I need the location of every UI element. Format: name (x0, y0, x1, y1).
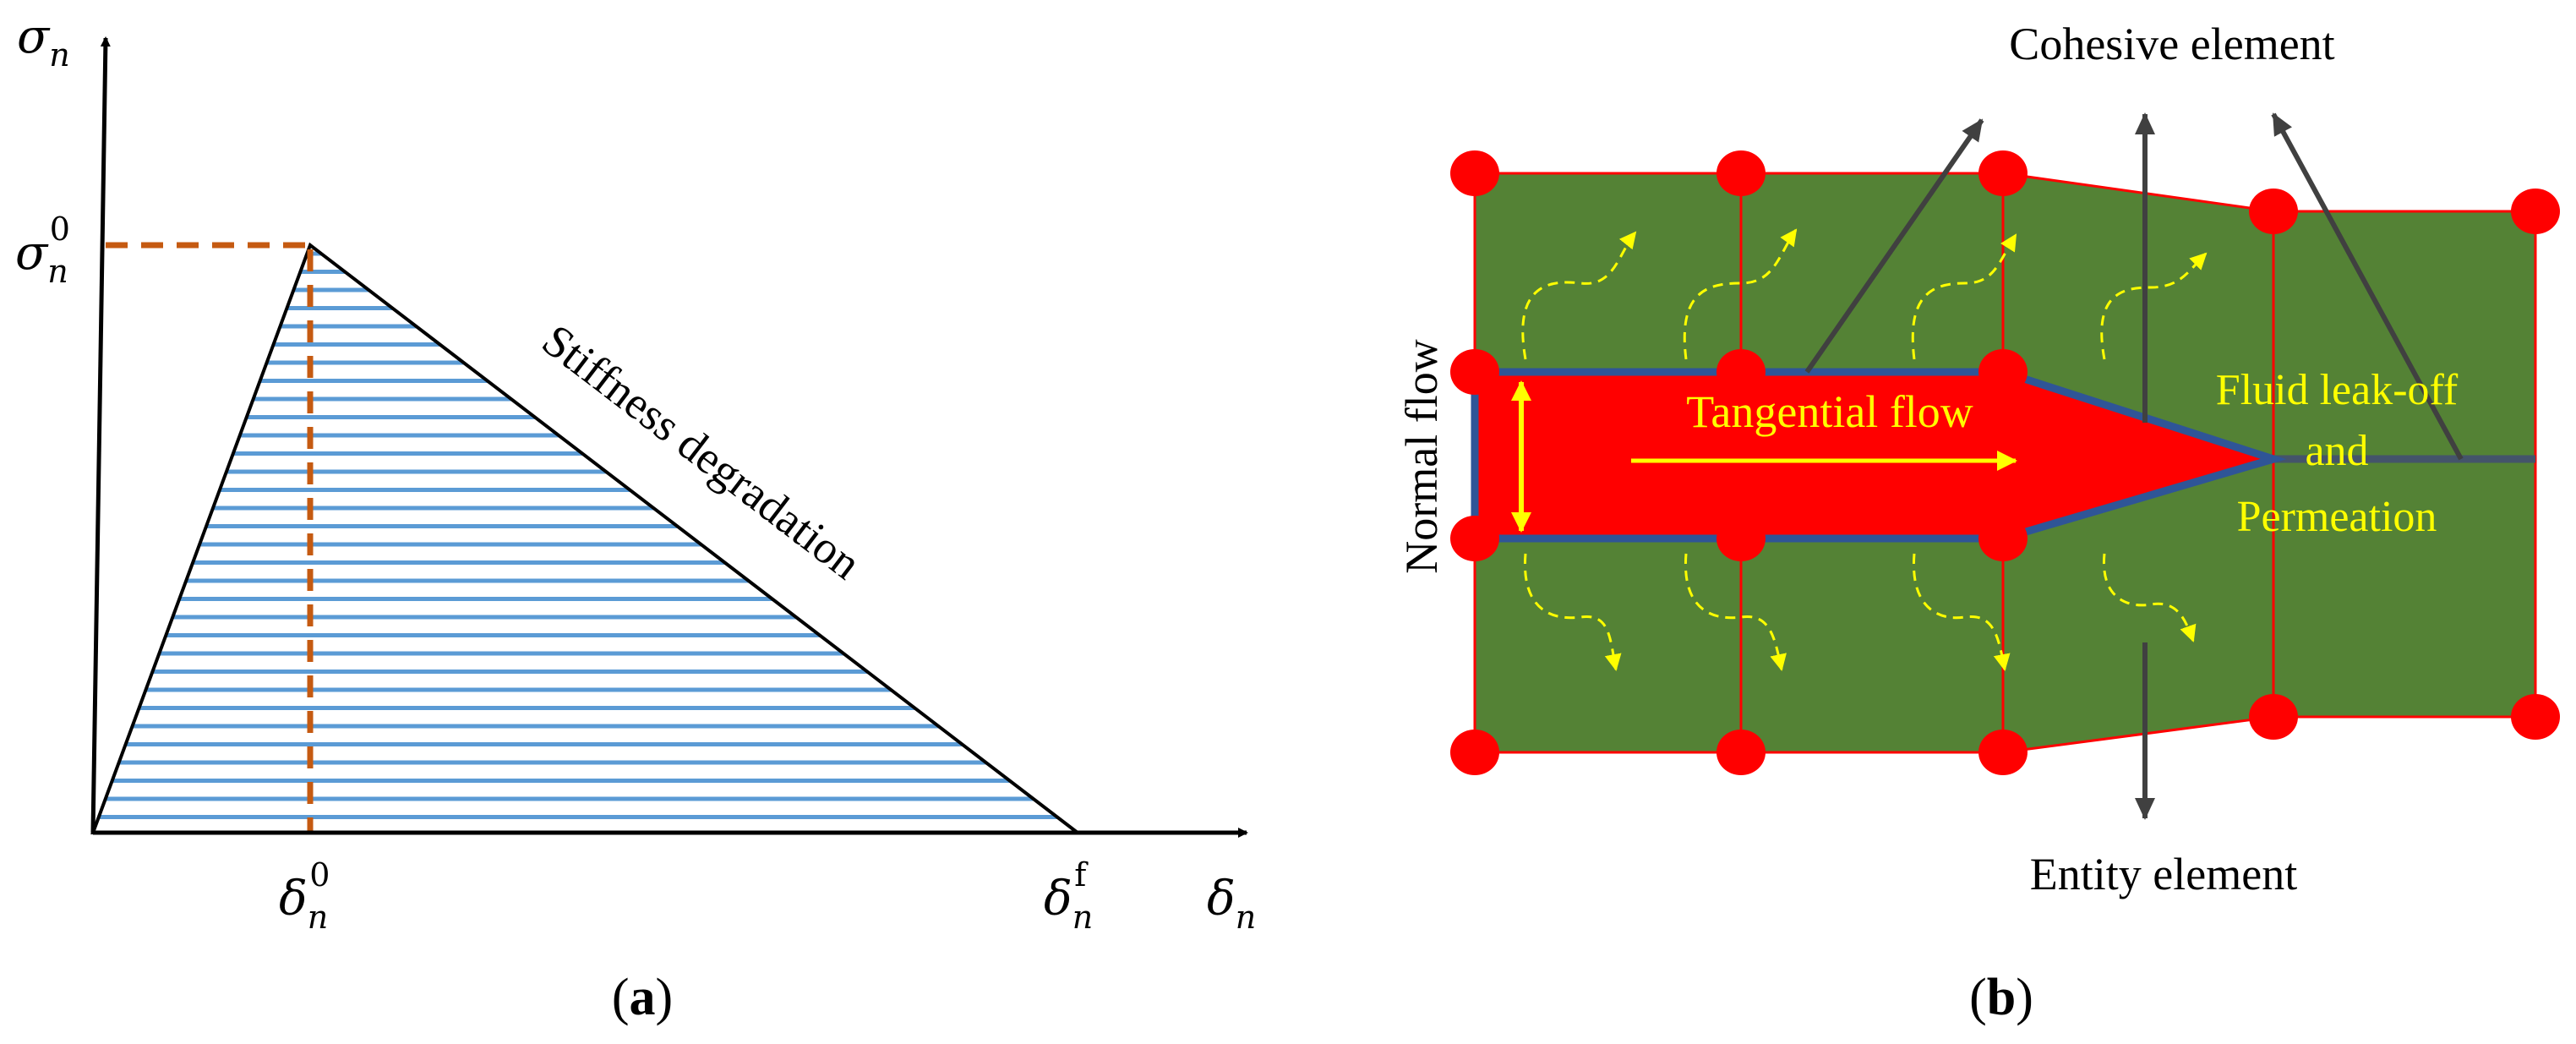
node (2249, 189, 2298, 234)
node (1978, 516, 2028, 561)
normal-flow-label: Normal flow (1396, 339, 1447, 573)
tangential-flow-label: Tangential flow (1686, 386, 1973, 437)
node (1716, 516, 1766, 561)
node (1716, 730, 1766, 775)
leakoff-label-line2: and (2305, 427, 2368, 475)
node (1978, 349, 2028, 395)
fracture-zone (1471, 368, 2287, 543)
peak-stress-label: σn0 (15, 210, 70, 290)
x-axis-label: δn (1207, 872, 1256, 936)
delta0-label: δn0 (279, 856, 330, 936)
entity-element-label: Entity element (2030, 849, 2297, 899)
leakoff-arrows-bottom (1523, 553, 2197, 671)
deltaf-label: δnf (1044, 856, 1093, 936)
caption-a: (a) (612, 969, 673, 1026)
node (1978, 150, 2028, 196)
mesh-nodes (1450, 150, 2560, 775)
node (1978, 730, 2028, 775)
node (1450, 516, 1499, 561)
node (2249, 694, 2298, 740)
leakoff-label-line3: Permeation (2237, 493, 2437, 541)
node (1716, 150, 1766, 196)
node (1716, 349, 1766, 395)
y-axis-label: σn (17, 9, 70, 74)
caption-b: (b) (1969, 969, 2033, 1026)
node (2511, 694, 2560, 740)
node (1450, 730, 1499, 775)
leakoff-label-line1: Fluid leak-off (2216, 366, 2459, 414)
cohesive-arrow-1 (1804, 118, 1984, 374)
stiffness-degradation-label: Stiffness degradation (533, 314, 870, 589)
node (1450, 349, 1499, 395)
leakoff-arrows-top (1521, 228, 2208, 360)
panel-b: Cohesive element Entity element Normal f… (1396, 19, 2560, 1026)
y-axis (90, 36, 111, 834)
node (1450, 150, 1499, 196)
cohesive-element-label: Cohesive element (2009, 19, 2334, 69)
cohesive-arrow-3 (2271, 112, 2464, 461)
node (2511, 189, 2560, 234)
panel-a: σn σn0 δn0 δnf δn Stiffness degradation … (15, 9, 1256, 1026)
